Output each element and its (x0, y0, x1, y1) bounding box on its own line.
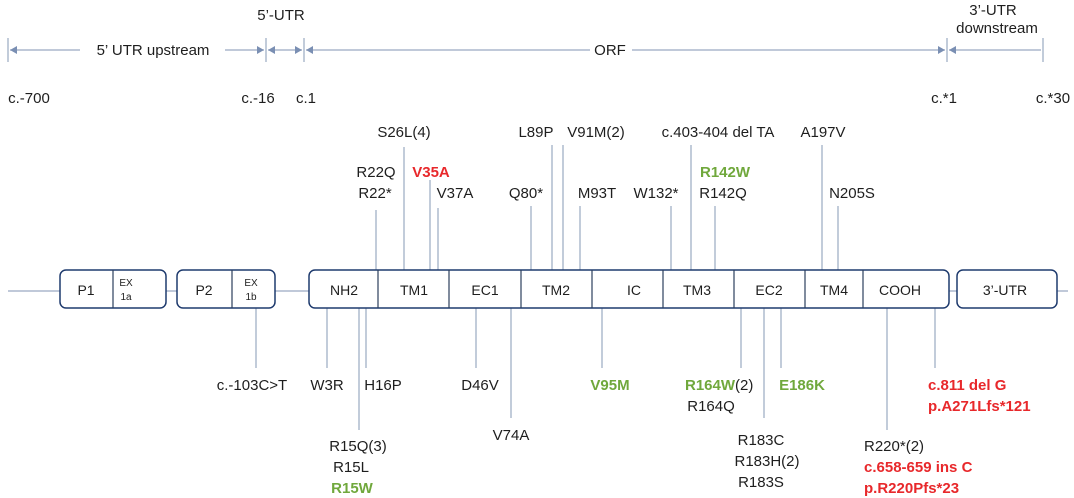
mutations-below: c.-103C>T W3R H16P R15Q(3) R15L R15W D46… (217, 377, 1031, 497)
mutation-r183c: R183C (738, 432, 785, 449)
promoter-p2-box (176, 269, 276, 309)
mutation-r164q: R164Q (687, 398, 735, 415)
orf-domain-box (308, 269, 950, 309)
mutation-c403del: c.403-404 del TA (662, 124, 775, 141)
utr3-label-line2: downstream (956, 20, 1038, 37)
exon-1b-label-line2: 1b (245, 292, 257, 303)
exon-1a-label-line2: 1a (120, 292, 132, 303)
upstream-arrowhead-left (10, 46, 17, 54)
exon-1a-label-line1: EX (119, 278, 133, 289)
mutation-n205s: N205S (829, 185, 875, 202)
domain-ec1: EC1 (471, 282, 498, 298)
mutation-v35a: V35A (412, 164, 450, 181)
domain-tm2: TM2 (542, 282, 570, 298)
position-c700: c.-700 (8, 90, 50, 107)
mutation-v91m: V91M(2) (567, 124, 625, 141)
utr3-arrowhead (949, 46, 956, 54)
mutation-v37a: V37A (437, 185, 474, 202)
domain-nh2: NH2 (330, 282, 358, 298)
mutation-e186k: E186K (779, 377, 825, 394)
domain-tm3: TM3 (683, 282, 711, 298)
mutation-r15q: R15Q(3) (329, 438, 387, 455)
position-cstar30: c.*30 (1036, 90, 1070, 107)
position-cstar1: c.*1 (931, 90, 957, 107)
domain-tm1: TM1 (400, 282, 428, 298)
mutation-m93t: M93T (578, 185, 616, 202)
mutation-r22q: R22Q (356, 164, 395, 181)
mutation-r15w: R15W (331, 480, 374, 497)
mutation-a197v: A197V (800, 124, 845, 141)
promoter-p2-label: P2 (195, 282, 212, 298)
connector-lines (255, 145, 936, 430)
domain-cooh: COOH (879, 282, 921, 298)
mutation-r15l: R15L (333, 459, 369, 476)
mutation-c658: c.658-659 ins C (864, 459, 973, 476)
mutation-l89p: L89P (518, 124, 553, 141)
mutation-c811: c.811 del G (928, 377, 1006, 394)
promoter-boxes: P1 EX 1a P2 EX 1b (59, 269, 276, 309)
mutation-c103: c.-103C>T (217, 377, 287, 394)
top-scale: 5’ UTR upstream 5’-UTR ORF 3’-UTR downst… (7, 2, 1070, 107)
mutations-above: S26L(4) R22Q R22* V35A V37A Q80* L89P V9… (356, 124, 875, 202)
mutation-w3r: W3R (310, 377, 344, 394)
mutation-d46v: D46V (461, 377, 499, 394)
utr3-label-line1: 3’-UTR (969, 2, 1017, 19)
domain-bar: NH2 TM1 EC1 TM2 IC TM3 EC2 TM4 COOH 3’-U… (308, 269, 1058, 309)
mutation-r22stop: R22* (358, 185, 392, 202)
mutation-r183s: R183S (738, 474, 784, 491)
orf-arrowhead-left (306, 46, 313, 54)
promoter-p1-label: P1 (77, 282, 94, 298)
mutation-r183h: R183H(2) (734, 453, 799, 470)
mutation-v95m: V95M (590, 377, 629, 394)
mutation-p-a271: p.A271Lfs*121 (928, 398, 1031, 415)
mutation-p-r220: p.R220Pfs*23 (864, 480, 959, 497)
domain-ic: IC (627, 282, 641, 298)
domain-ec2: EC2 (755, 282, 782, 298)
region-upstream-label: 5’ UTR upstream (97, 42, 210, 59)
position-c1: c.1 (296, 90, 316, 107)
mutation-r164w-count: (2) (735, 377, 753, 394)
orf-arrowhead-right (938, 46, 945, 54)
domain-tm4: TM4 (820, 282, 848, 298)
mutation-r164w: R164W(2) (685, 377, 753, 394)
utr5-arrowhead-left (268, 46, 275, 54)
exon-1b-label-line1: EX (244, 278, 258, 289)
mutation-r142w: R142W (700, 164, 751, 181)
upstream-arrowhead-right (257, 46, 264, 54)
mutation-w132stop: W132* (633, 185, 678, 202)
mutation-v74a: V74A (493, 427, 530, 444)
utr5-label: 5’-UTR (257, 7, 305, 24)
mutation-r164w-name: R164W (685, 377, 736, 394)
mutation-r220stop: R220*(2) (864, 438, 924, 455)
position-c16: c.-16 (241, 90, 274, 107)
region-orf-label: ORF (594, 42, 626, 59)
mutation-h16p: H16P (364, 377, 402, 394)
utr3-box (956, 269, 1058, 309)
utr5-arrowhead-right (295, 46, 302, 54)
mutation-s26l: S26L(4) (377, 124, 430, 141)
domain-utr3: 3’-UTR (983, 282, 1027, 298)
mutation-q80stop: Q80* (509, 185, 543, 202)
mutation-r142q: R142Q (699, 185, 747, 202)
